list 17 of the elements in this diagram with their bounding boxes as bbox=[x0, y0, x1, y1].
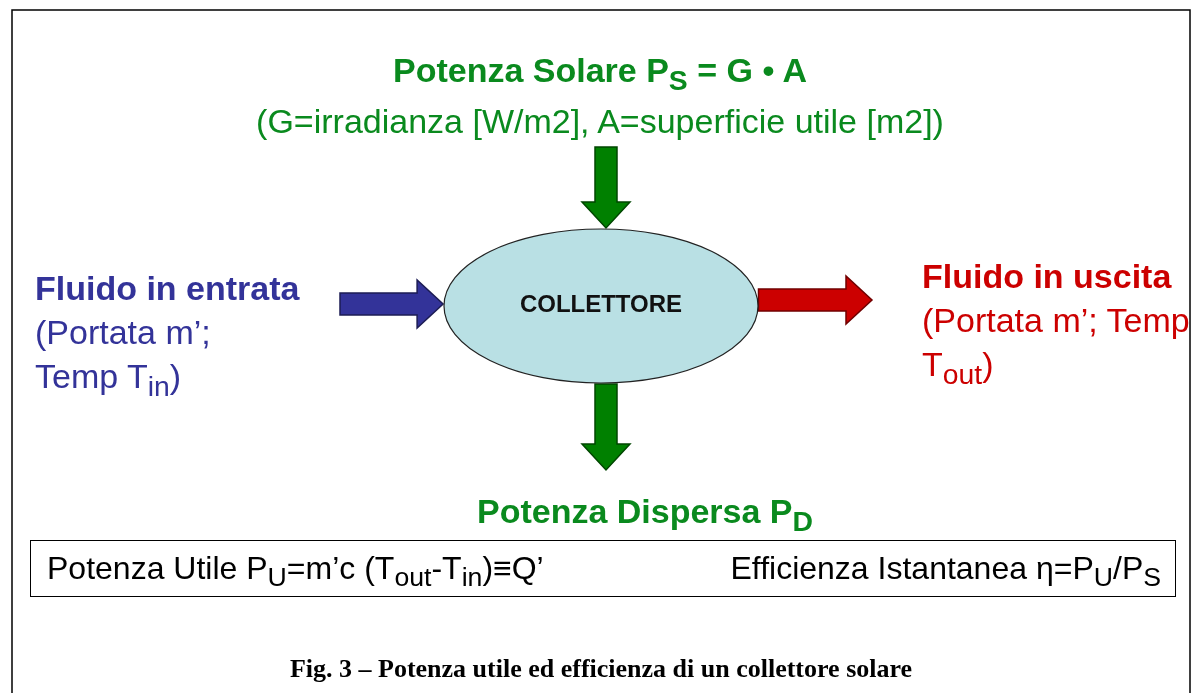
block-arrow bbox=[580, 146, 632, 230]
outlet-label: Fluido in uscita bbox=[921, 256, 1173, 297]
block-arrow bbox=[339, 278, 445, 330]
formula-box bbox=[30, 540, 1176, 597]
loss-label: Potenza Dispersa P$_{D}$ bbox=[476, 491, 814, 539]
outlet-text: (Portata m’; Temp T$_{out}$) bbox=[921, 300, 1191, 392]
formula-text: (G=irradianza [W/m2], A=superficie utile [m2]) bbox=[255, 100, 945, 142]
inlet-text: (Portata m’; Temp T$_{in}$) bbox=[34, 312, 212, 404]
collector-ellipse bbox=[443, 228, 759, 384]
efficiency-formula: Efficienza Istantanea η=P$_{U}$/P$_{S}$ bbox=[730, 550, 1161, 594]
inlet-label: Fluido in entrata bbox=[34, 268, 301, 309]
figure-caption: Fig. 3 – Potenza utile ed efficienza di un collettore solare bbox=[288, 654, 914, 684]
power-formula: Potenza Utile P$_{U}$=m’c (T$_{out}$-T$_{in}$)≡Q’ bbox=[47, 550, 544, 594]
block-arrow bbox=[580, 383, 632, 472]
heading-text: Potenza Solare P$_{S}$ = G • A bbox=[391, 50, 809, 98]
collector-label: COLLETTORE bbox=[518, 289, 684, 318]
block-arrow bbox=[757, 274, 874, 326]
